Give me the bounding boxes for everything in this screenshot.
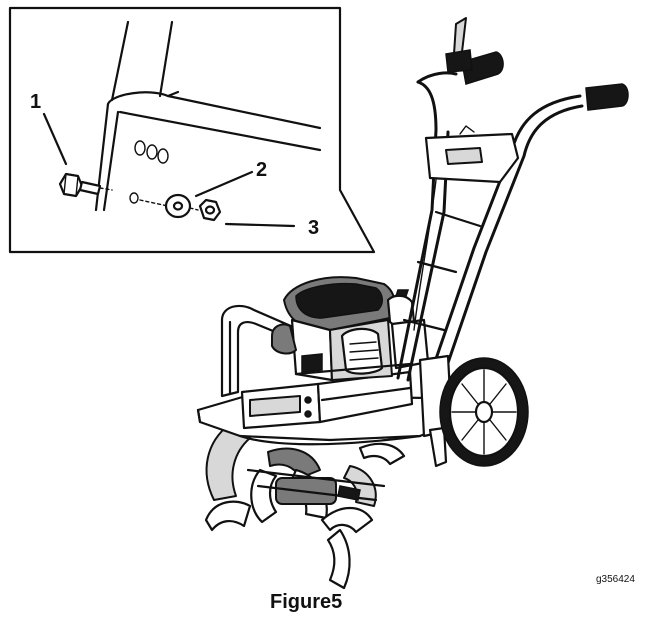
tines	[204, 423, 406, 590]
bolt-part	[58, 172, 113, 198]
figure-code: g356424	[596, 574, 635, 585]
figure-caption: Figure5	[270, 591, 342, 613]
inset-frame	[8, 6, 376, 254]
callout-2: 2	[256, 159, 267, 181]
inset-bracket-holes	[129, 140, 169, 204]
right-grip	[585, 83, 629, 111]
control-panel	[424, 125, 520, 184]
locknut-part	[198, 198, 222, 222]
engine	[271, 276, 430, 382]
callout-1: 1	[30, 91, 41, 113]
throttle-lever	[445, 17, 473, 73]
washer-part	[164, 193, 192, 219]
tiller-machine	[196, 17, 629, 590]
detail-inset: 1 2 3	[8, 6, 376, 254]
inset-handle-tube	[110, 20, 174, 102]
control-cable	[413, 179, 437, 331]
transport-wheel	[418, 354, 529, 468]
frame-box	[240, 370, 414, 430]
left-grip	[461, 51, 504, 85]
leader-line-3	[224, 222, 296, 228]
callout-3: 3	[308, 217, 319, 239]
leader-line-1	[42, 112, 68, 166]
leader-line-2	[194, 170, 254, 198]
